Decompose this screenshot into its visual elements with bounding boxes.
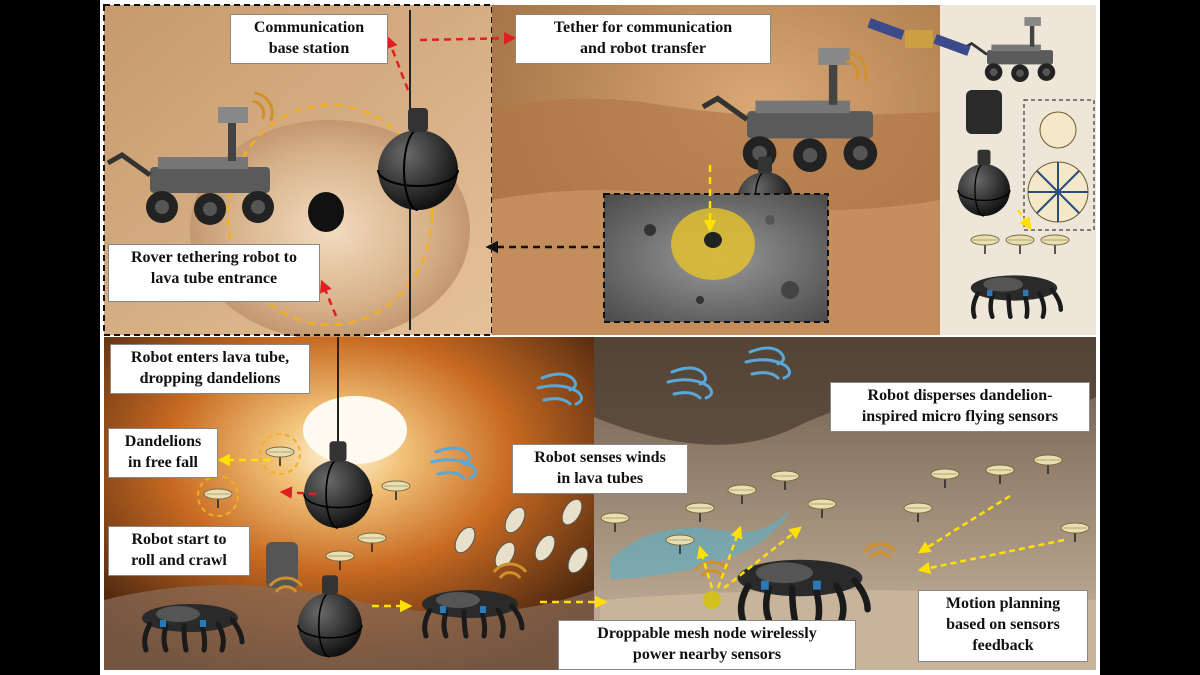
crater-map-icon — [603, 193, 829, 323]
flow-arrows — [217, 31, 1065, 613]
label-tether: Tether for communication and robot trans… — [515, 14, 771, 64]
lava-tube-entrance — [308, 192, 344, 232]
label-robot-enters-tube: Robot enters lava tube, dropping dandeli… — [110, 344, 310, 394]
robot-modules-panel — [867, 5, 1096, 335]
label-mesh-node: Droppable mesh node wirelessly power nea… — [558, 620, 856, 670]
mesh-node-icon — [703, 591, 721, 609]
label-rover-tethering: Rover tethering robot to lava tube entra… — [108, 244, 320, 302]
lava-tube-skylight — [303, 396, 407, 464]
tether-module — [966, 90, 1002, 134]
tether-orbit-path — [226, 103, 434, 327]
dandelion-sensor-icon — [1039, 111, 1077, 149]
label-motion-planning: Motion planning based on sensors feedbac… — [918, 590, 1088, 662]
tether-module — [266, 542, 298, 588]
label-roll-and-crawl: Robot start to roll and crawl — [108, 526, 250, 576]
label-communication-base-station: Communication base station — [230, 14, 388, 64]
lava-tube-entry-panel — [104, 337, 594, 670]
label-dandelions-free-fall: Dandelions in free fall — [108, 428, 218, 478]
satellite-icon — [867, 18, 971, 56]
label-senses-winds: Robot senses winds in lava tubes — [512, 444, 688, 494]
label-disperses-sensors: Robot disperses dandelion- inspired micr… — [830, 382, 1090, 432]
